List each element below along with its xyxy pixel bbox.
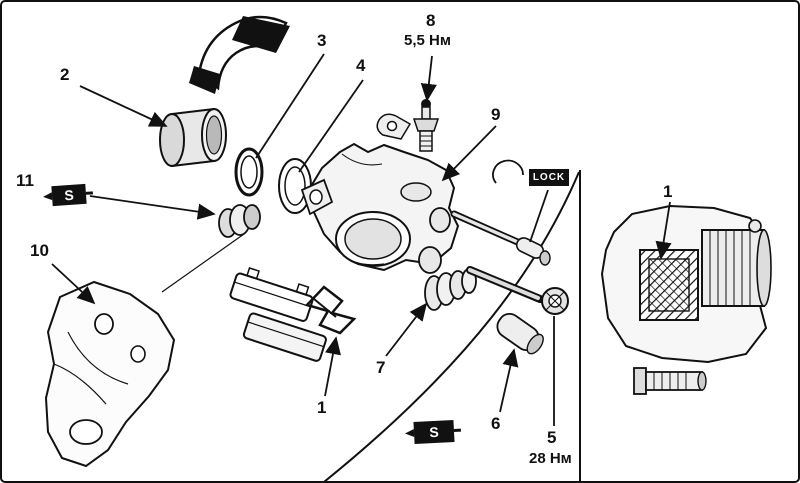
callout-7: 7 bbox=[376, 358, 386, 377]
callout-8: 8 bbox=[426, 11, 436, 30]
callout-5: 5 bbox=[547, 428, 557, 447]
upper-bushing-drawing bbox=[218, 204, 261, 238]
callout-1-inset: 1 bbox=[663, 182, 673, 201]
callout-2: 2 bbox=[60, 65, 70, 84]
callout-3: 3 bbox=[317, 31, 327, 50]
grease-symbol-icon: S bbox=[413, 419, 455, 445]
torque-bleed-screw: 5,5 Нм bbox=[404, 32, 451, 49]
callout-6: 6 bbox=[491, 414, 501, 433]
leader-lines bbox=[51, 53, 672, 426]
caliper-body-drawing bbox=[300, 142, 460, 274]
callout-1-main: 1 bbox=[317, 398, 327, 417]
piston-drawing bbox=[159, 108, 227, 167]
sleeve-drawing bbox=[496, 312, 544, 355]
bracket-drawing bbox=[44, 280, 176, 468]
torque-caliper-bolt: 28 Нм bbox=[529, 450, 572, 467]
brake-pads-drawing bbox=[229, 267, 327, 362]
grease-symbol-icon: S bbox=[51, 183, 87, 207]
rotate-arrow-icon bbox=[492, 159, 524, 184]
guide-pin-lower-drawing bbox=[466, 266, 544, 303]
callout-4: 4 bbox=[356, 56, 366, 75]
lock-pin-drawing bbox=[515, 237, 551, 266]
mount-bolt-drawing bbox=[541, 287, 569, 315]
callout-10: 10 bbox=[30, 241, 49, 260]
assembled-caliper-drawing bbox=[600, 204, 772, 395]
lock-label: LOCK bbox=[529, 169, 569, 186]
pad-retainer-drawing bbox=[304, 285, 357, 335]
pin-boot-drawing bbox=[424, 268, 477, 311]
hose-clamp-drawing bbox=[189, 15, 290, 94]
bleed-screw-drawing bbox=[412, 99, 440, 152]
inset-divider bbox=[323, 170, 581, 481]
callout-11: 11 bbox=[16, 171, 34, 190]
callout-9: 9 bbox=[491, 105, 501, 124]
hose-bracket-drawing bbox=[376, 113, 412, 140]
piston-seal-drawing bbox=[234, 147, 264, 197]
